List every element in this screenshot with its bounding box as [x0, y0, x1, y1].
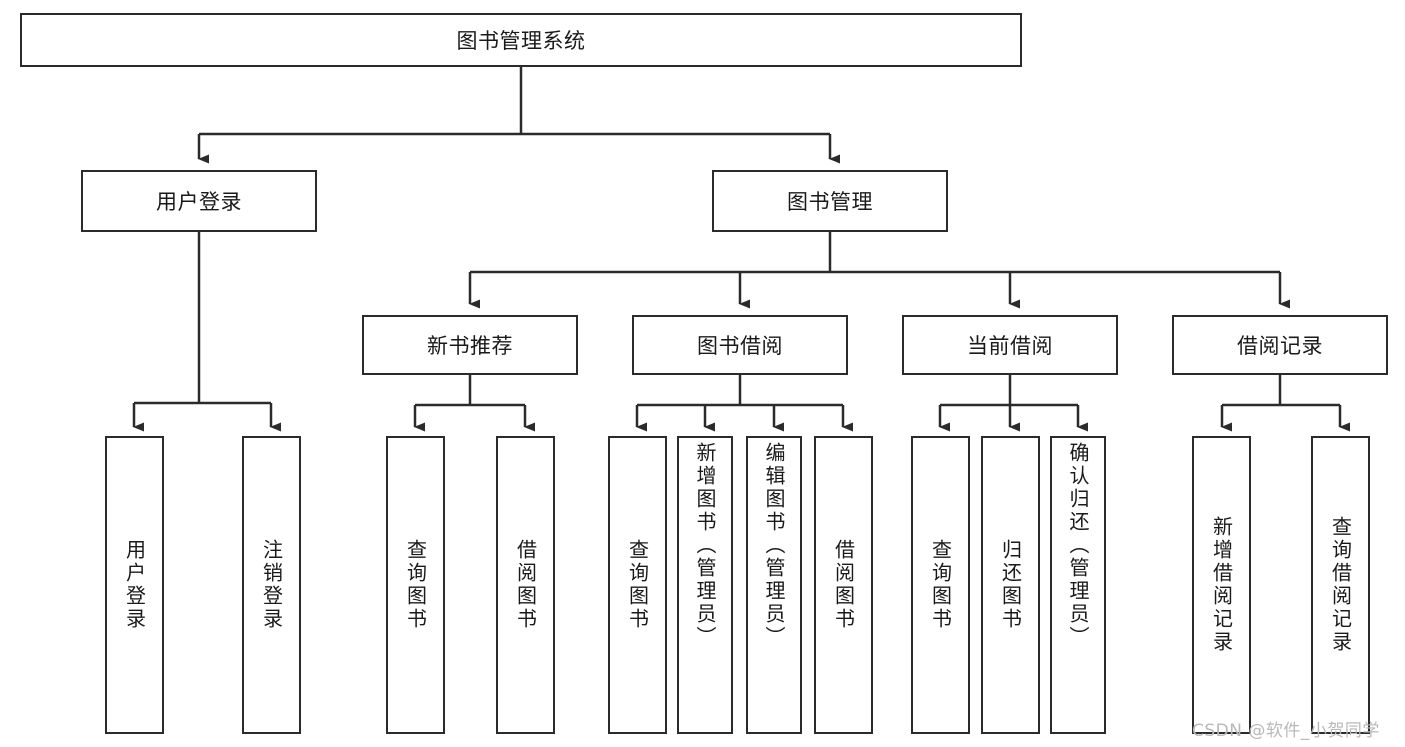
node-label: 新增借阅记录	[1209, 516, 1234, 654]
node-current-borrow[interactable]: 当前借阅	[902, 315, 1118, 375]
node-label: 查询图书	[625, 539, 650, 631]
node-label: 新增图书（管理员）	[693, 442, 717, 649]
node-label: 确认归还（管理员）	[1066, 442, 1090, 649]
node-label: 归还图书	[998, 539, 1023, 631]
node-label: 查询图书	[403, 539, 428, 631]
leaf-current-return-book[interactable]: 归还图书	[981, 436, 1040, 734]
leaf-record-add-borrow-record[interactable]: 新增借阅记录	[1192, 436, 1251, 734]
leaf-borrow-edit-book-admin[interactable]: 编辑图书（管理员）	[746, 436, 802, 734]
node-book-management[interactable]: 图书管理	[712, 170, 948, 232]
leaf-record-query-borrow-record[interactable]: 查询借阅记录	[1311, 436, 1370, 734]
node-label: 查询图书	[928, 539, 953, 631]
leaf-borrow-add-book-admin[interactable]: 新增图书（管理员）	[677, 436, 733, 734]
leaf-current-query-book[interactable]: 查询图书	[911, 436, 970, 734]
node-label: 当前借阅	[967, 334, 1053, 358]
node-label: 图书借阅	[697, 334, 783, 358]
leaf-user-login-logout[interactable]: 注销登录	[242, 436, 301, 734]
leaf-current-confirm-return-admin[interactable]: 确认归还（管理员）	[1050, 436, 1106, 734]
node-root-book-management-system[interactable]: 图书管理系统	[20, 13, 1022, 67]
node-new-book-recommend[interactable]: 新书推荐	[362, 315, 578, 375]
node-label: 查询借阅记录	[1328, 516, 1353, 654]
leaf-borrow-query-book[interactable]: 查询图书	[608, 436, 667, 734]
node-label: 用户登录	[122, 539, 147, 631]
leaf-user-login-login[interactable]: 用户登录	[105, 436, 164, 734]
node-label: 编辑图书（管理员）	[762, 442, 786, 649]
node-book-borrow[interactable]: 图书借阅	[632, 315, 848, 375]
node-label: 新书推荐	[427, 334, 513, 358]
node-label: 用户登录	[156, 190, 242, 214]
watermark-text: CSDN @软件_小贺同学	[1192, 721, 1380, 741]
node-label: 注销登录	[259, 539, 284, 631]
node-label: 图书管理	[787, 190, 873, 214]
leaf-recommend-query-book[interactable]: 查询图书	[386, 436, 445, 734]
node-label: 图书管理系统	[456, 29, 586, 53]
node-label: 借阅记录	[1237, 334, 1323, 358]
leaf-borrow-borrow-book[interactable]: 借阅图书	[814, 436, 873, 734]
node-user-login[interactable]: 用户登录	[81, 170, 317, 232]
node-label: 借阅图书	[831, 539, 856, 631]
node-label: 借阅图书	[513, 539, 538, 631]
node-borrow-record[interactable]: 借阅记录	[1172, 315, 1388, 375]
leaf-recommend-borrow-book[interactable]: 借阅图书	[496, 436, 555, 734]
